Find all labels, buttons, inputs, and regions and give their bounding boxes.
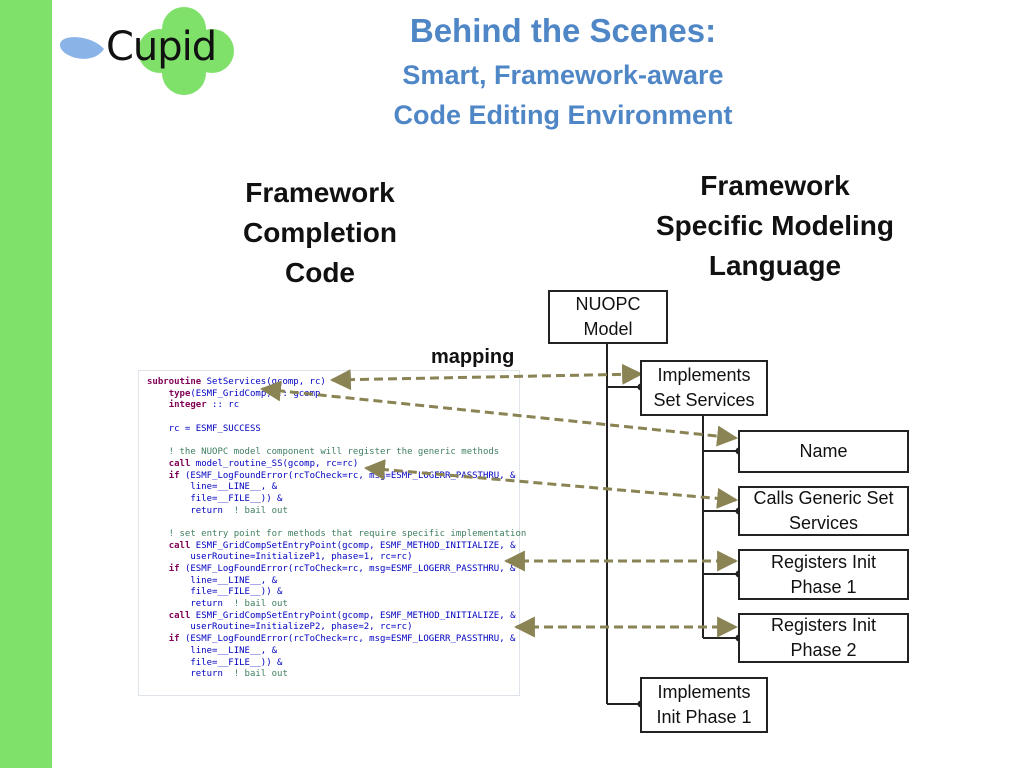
slide-title: Behind the Scenes:: [409, 12, 717, 49]
code-line: ! set entry point for methods that requi…: [147, 528, 527, 539]
mapping-arrow-name: [259, 380, 739, 447]
code-line: line=__LINE__, &: [147, 645, 278, 656]
code-line: if (ESMF_LogFoundError(rcToCheck=rc, msg…: [168, 634, 516, 645]
logo-text: Cupid: [106, 24, 217, 70]
code-line: return ! bail out: [147, 599, 288, 610]
slide-subtitle-line-2: Code Editing Environment: [393, 100, 733, 130]
cupid-logo: [56, 5, 236, 97]
code-line: return ! bail out: [147, 669, 288, 680]
code-line: call model_routine_SS(gcomp, rc=rc): [168, 458, 359, 469]
code-line: file=__FILE__)) &: [147, 493, 283, 504]
code-listing: subroutine SetServices(gcomp, rc) type(E…: [138, 370, 527, 696]
code-line: integer :: rc: [168, 400, 240, 411]
modeling-language-heading: Framework Specific Modeling Language: [655, 170, 895, 281]
nuopc-model-box: NUOPC Model: [548, 290, 668, 344]
implements-init-phase-1-box: Implements Init Phase 1: [640, 677, 768, 733]
code-line: file=__FILE__)) &: [147, 587, 283, 598]
code-line: userRoutine=InitializeP1, phase=1, rc=rc…: [147, 552, 413, 563]
name-box: Name: [738, 430, 909, 473]
code-line: line=__LINE__, &: [147, 575, 278, 586]
mapping-arrow-generic: [363, 459, 739, 509]
code-line: return ! bail out: [147, 505, 288, 516]
code-line: file=__FILE__)) &: [147, 657, 283, 668]
code-line: call ESMF_GridCompSetEntryPoint(gcomp, E…: [168, 610, 516, 621]
code-line: rc = ESMF_SUCCESS: [147, 423, 261, 434]
clover-heart-icon: [60, 7, 234, 95]
code-line: userRoutine=InitializeP2, phase=2, rc=rc…: [147, 622, 413, 633]
side-accent-bar: [0, 0, 52, 768]
implements-set-services-box: Implements Set Services: [640, 360, 768, 416]
slide-subtitle-line-1: Smart, Framework-aware: [402, 60, 724, 90]
code-line: ! the NUOPC model component will registe…: [147, 447, 500, 458]
code-line: line=__LINE__, &: [147, 482, 278, 493]
calls-generic-set-services-box: Calls Generic Set Services: [738, 486, 909, 536]
completion-code-heading: Framework Completion Code: [243, 177, 397, 288]
registers-init-phase-2-box: Registers Init Phase 2: [738, 613, 909, 663]
registers-init-phase-1-box: Registers Init Phase 1: [738, 549, 909, 600]
code-line: call ESMF_GridCompSetEntryPoint(gcomp, E…: [168, 540, 516, 551]
mapping-label: mapping: [431, 346, 515, 368]
mapping-arrow-setservices: [329, 363, 644, 391]
